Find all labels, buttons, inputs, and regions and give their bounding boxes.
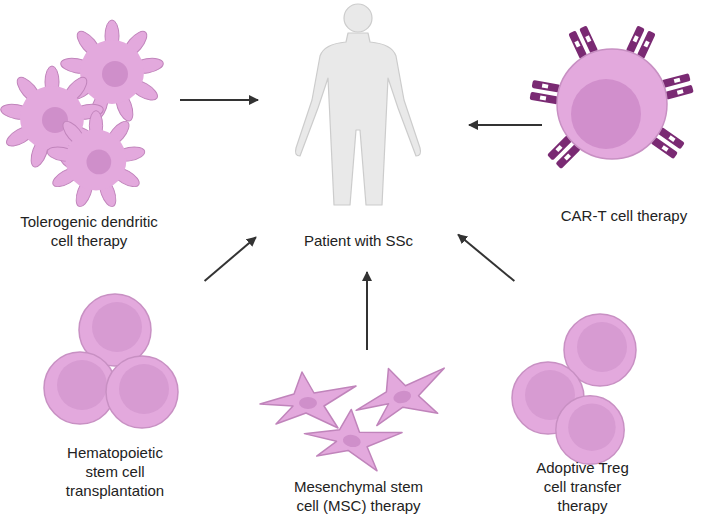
arrow-connector	[469, 124, 542, 126]
therapy-node: Mesenchymal stem cell (MSC) therapy	[262, 350, 455, 515]
label-group: CAR-T cell therapy	[549, 206, 699, 225]
person-figure	[296, 4, 421, 205]
treg-cells	[512, 314, 636, 464]
patient-node: Patient with SSc	[262, 0, 455, 250]
arrow-connector	[205, 237, 256, 281]
arrow-connector	[180, 99, 258, 101]
label-group: Tolerogenic dendritic cell therapy	[14, 212, 164, 250]
node-label: CAR-T cell therapy	[549, 206, 699, 225]
node-label: Mesenchymal stem cell (MSC) therapy	[289, 477, 429, 515]
node-label: Patient with SSc	[269, 231, 449, 250]
dendritic-cells	[0, 20, 164, 209]
label-group: Patient with SSc	[269, 231, 449, 250]
therapy-node: Adoptive Treg cell transfer therapy	[505, 290, 660, 515]
node-label: Adoptive Treg cell transfer therapy	[531, 458, 635, 515]
mesenchymal-cells	[260, 355, 455, 474]
arrow-connector	[458, 235, 514, 282]
therapy-node: CAR-T cell therapy	[548, 22, 700, 225]
label-group: Adoptive Treg cell transfer therapy	[531, 458, 635, 515]
car-t-cell	[530, 25, 694, 169]
therapy-node: Tolerogenic dendritic cell therapy	[0, 28, 178, 250]
label-group: Mesenchymal stem cell (MSC) therapy	[289, 477, 429, 515]
arrow-connector	[366, 272, 368, 350]
stem-cells	[44, 294, 178, 428]
therapy-node: Hematopoietic stem cell transplantation	[30, 285, 200, 500]
node-label: Hematopoietic stem cell transplantation	[60, 443, 170, 500]
node-label: Tolerogenic dendritic cell therapy	[14, 212, 164, 250]
label-group: Hematopoietic stem cell transplantation	[60, 443, 170, 500]
